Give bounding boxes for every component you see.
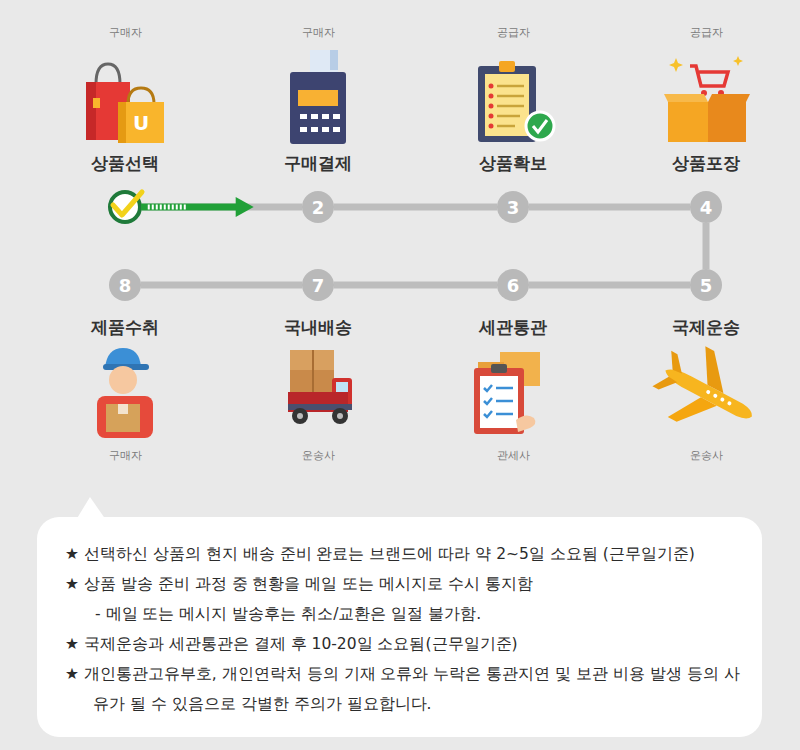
connector-line [529, 204, 690, 211]
step-name: 구매결제 [284, 152, 352, 175]
step-circle: 구매자구매결제2 [302, 191, 334, 223]
flow-connector [706, 223, 707, 269]
flow-connector [141, 197, 302, 217]
step-number: 4 [700, 197, 713, 218]
payment-terminal-icon [290, 50, 346, 144]
note-callout: ★ 선택하신 상품의 현지 배송 준비 완료는 브랜드에 따라 약 2~5일 소… [37, 517, 762, 737]
step-name: 제품수취 [91, 316, 159, 339]
step-circle: 공급자상품포장4 [690, 191, 722, 223]
role-label: 관세사 [497, 448, 530, 463]
arrow-head [236, 197, 254, 217]
shopping-bags-icon [86, 64, 164, 143]
role-label: 구매자 [109, 448, 142, 463]
recipient-icon [97, 348, 153, 438]
note-line: ★ 선택하신 상품의 현지 배송 준비 완료는 브랜드에 따라 약 2~5일 소… [65, 539, 742, 569]
connector-line [334, 204, 497, 211]
check-mark [110, 192, 142, 222]
step-number: 2 [312, 197, 325, 218]
step-circle: 7국내배송운송사 [302, 269, 334, 301]
step-number: 7 [312, 275, 325, 296]
connector-line [141, 282, 302, 289]
connector-line [703, 223, 710, 269]
note-line: - 메일 또는 메시지 발송후는 취소/교환은 일절 불가함. [65, 599, 742, 629]
step-number: 3 [507, 197, 520, 218]
step-circle: 6세관통관관세사 [497, 269, 529, 301]
clipboard-icon [478, 61, 554, 142]
step-name: 상품선택 [91, 152, 159, 175]
note-line: ★ 상품 발송 준비 과정 중 현황을 메일 또는 메시지로 수시 통지함 [65, 569, 742, 599]
note-line: ★ 국제운송과 세관통관은 결제 후 10-20일 소요됨(근무일기준) [65, 629, 742, 659]
step-circle: 8제품수취구매자 [109, 269, 141, 301]
flow-connector [141, 285, 302, 286]
role-label: 운송사 [690, 448, 723, 463]
package-icon [664, 56, 750, 142]
step-number: 8 [119, 275, 132, 296]
flow-connector [334, 285, 497, 286]
role-label: 운송사 [302, 448, 335, 463]
role-label: 구매자 [302, 25, 335, 40]
flow-connector [334, 207, 497, 208]
bag-letter: U [133, 111, 149, 135]
customs-icon [474, 352, 540, 434]
truck-icon [288, 350, 352, 424]
role-label: 공급자 [497, 25, 530, 40]
arrow-stripes [148, 205, 186, 210]
step-circle: 구매자상품선택 [109, 191, 141, 223]
arrow-shaft [141, 204, 245, 211]
step-name: 국내배송 [284, 316, 352, 339]
step-circle: 5국제운송운송사 [690, 269, 722, 301]
role-label: 공급자 [690, 25, 723, 40]
role-label: 구매자 [109, 25, 142, 40]
step-name: 상품포장 [672, 152, 740, 175]
step-number: 5 [700, 275, 713, 296]
connector-line [141, 204, 302, 211]
connector-line [334, 282, 497, 289]
flow-connector [529, 207, 690, 208]
step-name: 국제운송 [672, 316, 740, 339]
step-name: 상품확보 [479, 152, 547, 175]
note-line: ★ 개인통관고유부호, 개인연락처 등의 기재 오류와 누락은 통관지연 및 보… [65, 659, 742, 719]
flow-connector [529, 285, 690, 286]
step-circle: 공급자상품확보3 [497, 191, 529, 223]
connector-line [529, 282, 690, 289]
step-number: 6 [507, 275, 520, 296]
airplane-icon [643, 333, 771, 452]
step-name: 세관통관 [479, 316, 547, 339]
